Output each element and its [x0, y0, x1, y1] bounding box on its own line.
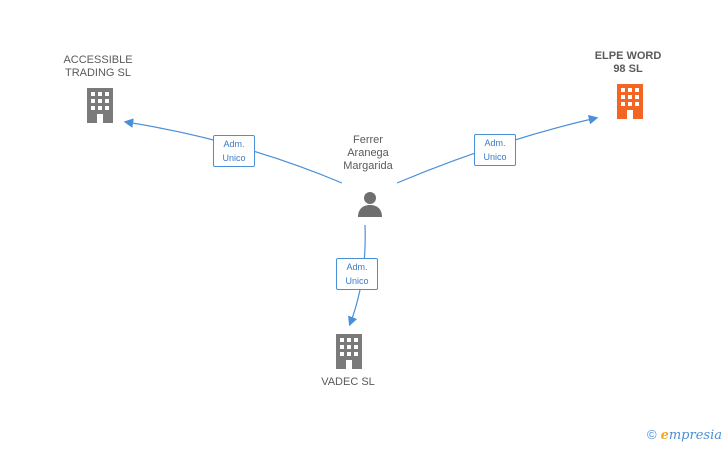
node-label-bottom[interactable]: VADEC SL	[321, 376, 375, 388]
edge-label-right[interactable]: Adm. Unico	[474, 134, 516, 166]
building-icon[interactable]	[615, 84, 645, 119]
building-icon[interactable]	[334, 334, 364, 369]
edge-label-left[interactable]: Adm. Unico	[213, 135, 255, 167]
node-label-center[interactable]: Ferrer Aranega Margarida	[343, 134, 393, 172]
brand-logo: empresia	[661, 428, 722, 443]
edge-label-bottom[interactable]: Adm. Unico	[336, 258, 378, 290]
brand-initial: e	[660, 428, 669, 443]
watermark: © empresia	[647, 427, 722, 443]
person-icon[interactable]	[356, 190, 384, 218]
brand-text: mpresia	[668, 428, 722, 443]
node-label-right[interactable]: ELPE WORD 98 SL	[594, 50, 662, 75]
copyright-symbol: ©	[646, 427, 657, 442]
building-icon[interactable]	[85, 88, 115, 123]
node-label-left[interactable]: ACCESSIBLE TRADING SL	[63, 54, 133, 79]
